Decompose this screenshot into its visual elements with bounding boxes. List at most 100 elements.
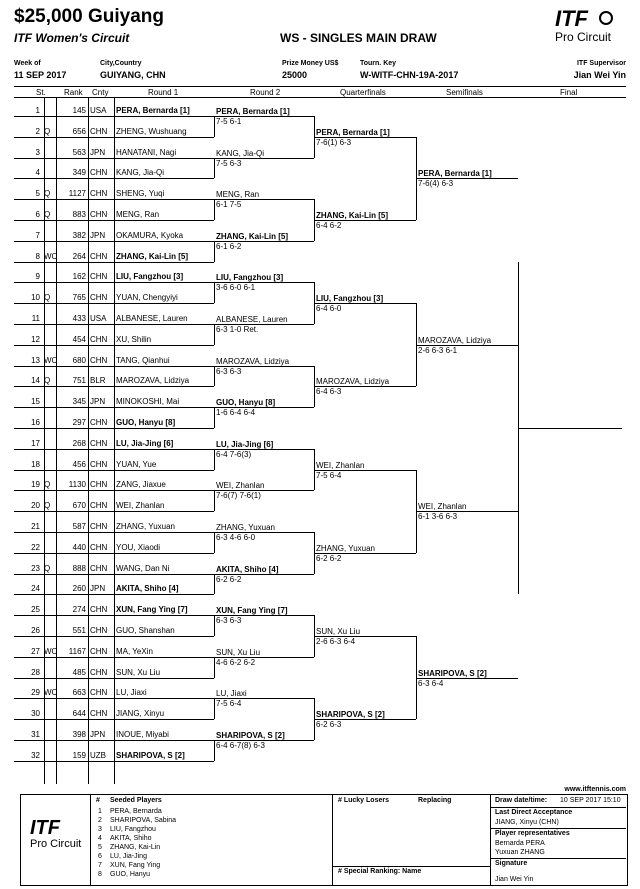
last-da-value: JIANG, Xinyu (CHN) bbox=[495, 819, 559, 826]
round2-line bbox=[214, 449, 314, 450]
quarterfinals-connector bbox=[314, 532, 315, 574]
draw-position: 11 bbox=[31, 314, 40, 323]
draw-position: 31 bbox=[31, 730, 40, 739]
round2-score: 3-6 6-0 6-1 bbox=[216, 283, 256, 292]
rank: 680 bbox=[72, 355, 86, 365]
rank: 485 bbox=[72, 667, 86, 677]
round2-score: 6-3 6-3 bbox=[216, 616, 242, 625]
seed-player: LU, Jia-Jing bbox=[110, 853, 147, 860]
quarterfinals-winner: SUN, Xu Liu bbox=[316, 627, 361, 636]
col-quarterfinals: Quarterfinals bbox=[340, 88, 386, 97]
col-round2: Round 2 bbox=[250, 88, 281, 97]
seed-number: 7 bbox=[98, 862, 102, 869]
prize-value: 25000 bbox=[282, 70, 308, 80]
status: Q bbox=[44, 376, 51, 386]
rank: 656 bbox=[72, 126, 86, 136]
round2-winner: LU, Jiaxi bbox=[216, 689, 247, 698]
rank: 765 bbox=[72, 293, 86, 303]
last-da-label: Last Direct Acceptance bbox=[495, 809, 573, 816]
footer-box bbox=[20, 794, 628, 886]
draw-position: 2 bbox=[35, 126, 40, 136]
round2-line bbox=[214, 116, 314, 117]
final-line bbox=[518, 428, 622, 429]
key-label: Tourn. Key bbox=[360, 60, 397, 67]
player-name: KANG, Jia-Qi bbox=[116, 168, 165, 178]
seed-player: XUN, Fang Ying bbox=[110, 862, 161, 869]
draw-position: 29 bbox=[31, 688, 40, 698]
quarterfinals-line bbox=[314, 636, 416, 637]
seed-player: PERA, Bernarda bbox=[110, 808, 162, 815]
draw-position: 20 bbox=[31, 501, 40, 511]
round2-score: 7-5 6-1 bbox=[216, 117, 242, 126]
player-name: SUN, Xu Liu bbox=[116, 667, 161, 677]
round2-score: 6-3 1-0 Ret. bbox=[216, 325, 259, 334]
round2-winner: AKITA, Shiho [4] bbox=[216, 565, 279, 574]
semifinals-score: 6-3 6-4 bbox=[418, 679, 444, 688]
round2-line bbox=[214, 532, 314, 533]
status: WC bbox=[44, 251, 58, 261]
quarterfinals-line bbox=[314, 719, 416, 720]
round2-line bbox=[214, 657, 314, 658]
semifinals-line bbox=[416, 678, 518, 679]
draw-position: 30 bbox=[31, 709, 40, 719]
player-name: WANG, Dan Ni bbox=[116, 563, 170, 573]
status: Q bbox=[44, 480, 51, 490]
table-col-line bbox=[88, 98, 89, 784]
status: WC bbox=[44, 688, 58, 698]
player-name: YOU, Xiaodi bbox=[116, 542, 161, 552]
seed-player: LIU, Fangzhou bbox=[110, 826, 156, 833]
country: CHN bbox=[90, 334, 108, 344]
rank: 644 bbox=[72, 709, 86, 719]
round2-connector bbox=[214, 324, 215, 345]
draw-position: 3 bbox=[35, 147, 40, 157]
round2-connector bbox=[214, 490, 215, 511]
semifinals-connector bbox=[416, 137, 417, 220]
player-name: XU, Shilin bbox=[116, 334, 152, 344]
fdiv-3 bbox=[490, 858, 626, 859]
itf-footer-logo: ITF Pro Circuit bbox=[30, 817, 82, 850]
signature-value: Jian Wei Yin bbox=[495, 876, 534, 883]
col-final: Final bbox=[560, 88, 578, 97]
country: JPN bbox=[90, 730, 106, 739]
player-name: ALBANESE, Lauren bbox=[116, 314, 188, 323]
draw-date-label: Draw date/time: bbox=[495, 797, 548, 804]
draw-position: 28 bbox=[31, 667, 40, 677]
seed-number: 3 bbox=[98, 826, 102, 833]
supervisor-label: ITF Supervisor bbox=[576, 60, 626, 67]
country: BLR bbox=[90, 376, 106, 386]
draw-date-value: 10 SEP 2017 15:10 bbox=[560, 797, 621, 804]
rank: 260 bbox=[72, 584, 86, 594]
rank: 274 bbox=[72, 605, 86, 615]
player-name: MINOKOSHI, Mai bbox=[116, 397, 180, 407]
rank: 159 bbox=[72, 750, 86, 760]
round2-connector bbox=[214, 615, 215, 636]
player-name: GUO, Hanyu [8] bbox=[116, 418, 176, 427]
quarterfinals-line bbox=[314, 470, 416, 471]
draw-position: 10 bbox=[31, 293, 40, 303]
round2-winner: LIU, Fangzhou [3] bbox=[216, 273, 284, 282]
semifinals-line bbox=[416, 345, 518, 346]
round2-winner: LU, Jia-Jing [6] bbox=[216, 440, 274, 449]
quarterfinals-line bbox=[314, 386, 416, 387]
country: CHN bbox=[90, 709, 108, 719]
draw-position: 32 bbox=[31, 750, 40, 760]
player-name: LU, Jia-Jing [6] bbox=[116, 438, 174, 448]
city-label: City,Country bbox=[100, 60, 142, 67]
country: UZB bbox=[90, 750, 106, 760]
rank: 888 bbox=[72, 563, 86, 573]
round2-score: 6-4 7-6(3) bbox=[216, 450, 252, 459]
round2-winner: PERA, Bernarda [1] bbox=[216, 107, 290, 116]
player-name: SHARIPOVA, S [2] bbox=[116, 750, 185, 760]
rank: 398 bbox=[72, 730, 86, 739]
draw-position: 14 bbox=[31, 376, 40, 386]
quarterfinals-connector bbox=[314, 698, 315, 740]
round2-score: 4-6 6-2 6-2 bbox=[216, 658, 256, 667]
semifinals-connector bbox=[416, 636, 417, 719]
round2-line bbox=[214, 407, 314, 408]
country: CHN bbox=[90, 418, 108, 427]
week-of-value: 11 SEP 2017 bbox=[14, 70, 67, 80]
semifinals-line bbox=[416, 178, 518, 179]
player-name: WEI, Zhanlan bbox=[116, 501, 165, 511]
player-name: GUO, Shanshan bbox=[116, 626, 175, 635]
round2-connector bbox=[214, 199, 215, 220]
